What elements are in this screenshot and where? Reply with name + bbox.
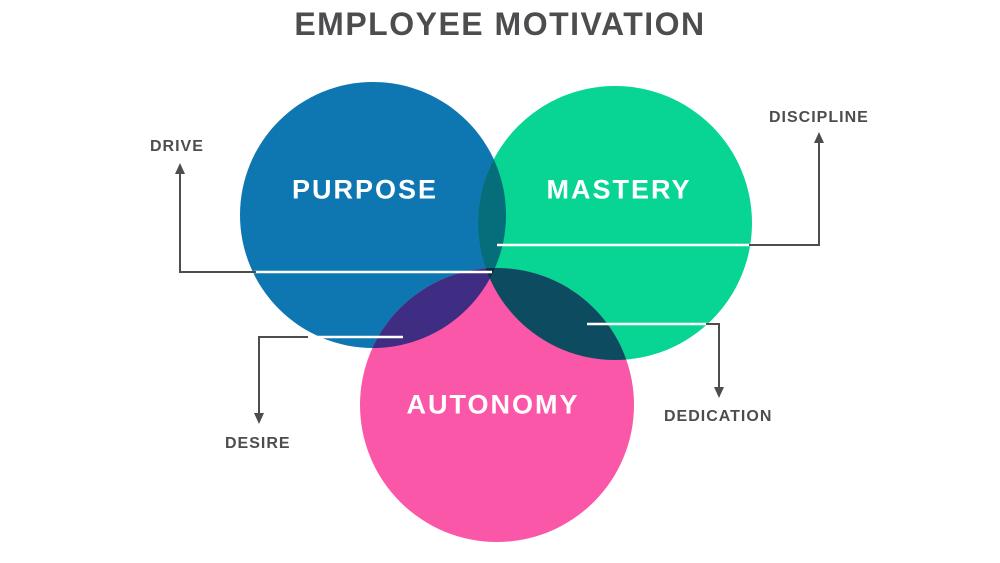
desire-arrow-down-icon [254,413,264,424]
callout-discipline-label: DISCIPLINE [769,109,869,126]
callout-drive-label: DRIVE [150,138,204,155]
dedication-line [706,323,720,388]
page-title: EMPLOYEE MOTIVATION [294,6,706,42]
drive-arrow-up-icon [175,163,185,174]
dedication-connector [587,322,724,398]
drive-connector [175,163,492,274]
mastery-circle-label: MASTERY [546,174,692,205]
discipline-connector [497,132,824,247]
purpose-circle-label: PURPOSE [291,174,439,205]
overlap-mastery-autonomy [478,268,634,360]
discipline-line [749,141,820,246]
discipline-arrow-up-icon [814,132,824,143]
callout-dedication-label: DEDICATION [664,408,773,425]
dedication-arrow-down-icon [714,387,724,398]
autonomy-circle-label: AUTONOMY [406,389,580,420]
callout-desire-label: DESIRE [225,435,291,452]
desire-line [258,336,308,414]
desire-connector [254,335,403,424]
drive-line [179,172,256,273]
